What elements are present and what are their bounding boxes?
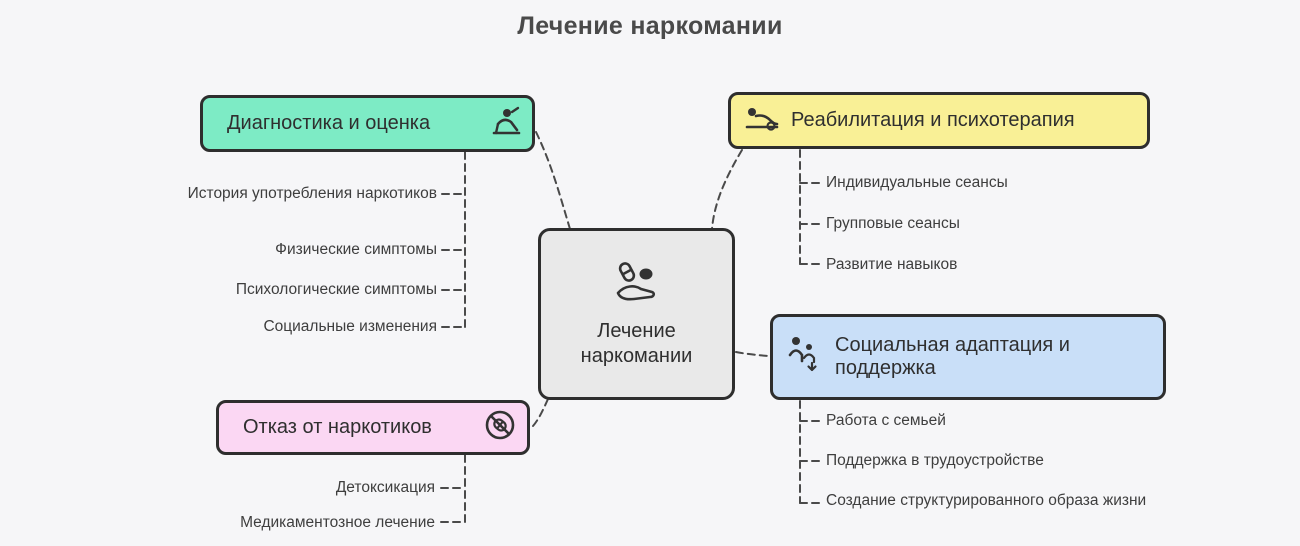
list-item: Групповые сеансы — [826, 215, 960, 232]
branch-label-social: Социальная адаптация и поддержка — [835, 334, 1070, 379]
list-item: Поддержка в трудоустройстве — [826, 452, 1044, 469]
branch-label-refusal: Отказ от наркотиков — [243, 416, 432, 438]
branch-label-rehabilitation: Реабилитация и психотерапия — [791, 109, 1075, 131]
list-item: Медикаментозное лечение — [240, 514, 435, 531]
no-drugs-icon — [483, 408, 517, 448]
list-item: Индивидуальные сеансы — [826, 174, 1008, 191]
person-at-desk-icon — [488, 106, 522, 142]
list-item: Работа с семьей — [826, 412, 946, 429]
list-item: Создание структурированного образа жизни — [826, 492, 1147, 509]
list-item: История употребления наркотиков — [187, 185, 437, 202]
page-title: Лечение наркомании — [517, 12, 783, 40]
list-item: Психологические симптомы — [235, 281, 437, 298]
therapy-session-icon — [744, 103, 780, 139]
branch-node-refusal: Отказ от наркотиков — [216, 400, 530, 455]
branch-node-social: Социальная адаптация и поддержка — [770, 314, 1166, 400]
center-node-label: Лечение наркомании — [580, 319, 693, 367]
family-support-icon — [786, 335, 820, 379]
list-item: Физические симптомы — [275, 241, 437, 258]
list-item: Развитие навыков — [826, 256, 958, 273]
hand-holding-pills-icon — [610, 260, 664, 309]
branch-label-diagnostics: Диагностика и оценка — [227, 112, 431, 134]
list-item: Детоксикация — [335, 479, 435, 496]
branch-node-diagnostics: Диагностика и оценка — [200, 95, 535, 152]
branch-node-rehabilitation: Реабилитация и психотерапия — [728, 92, 1150, 149]
center-node: Лечение наркомании — [538, 228, 735, 400]
list-item: Социальные изменения — [263, 318, 437, 335]
